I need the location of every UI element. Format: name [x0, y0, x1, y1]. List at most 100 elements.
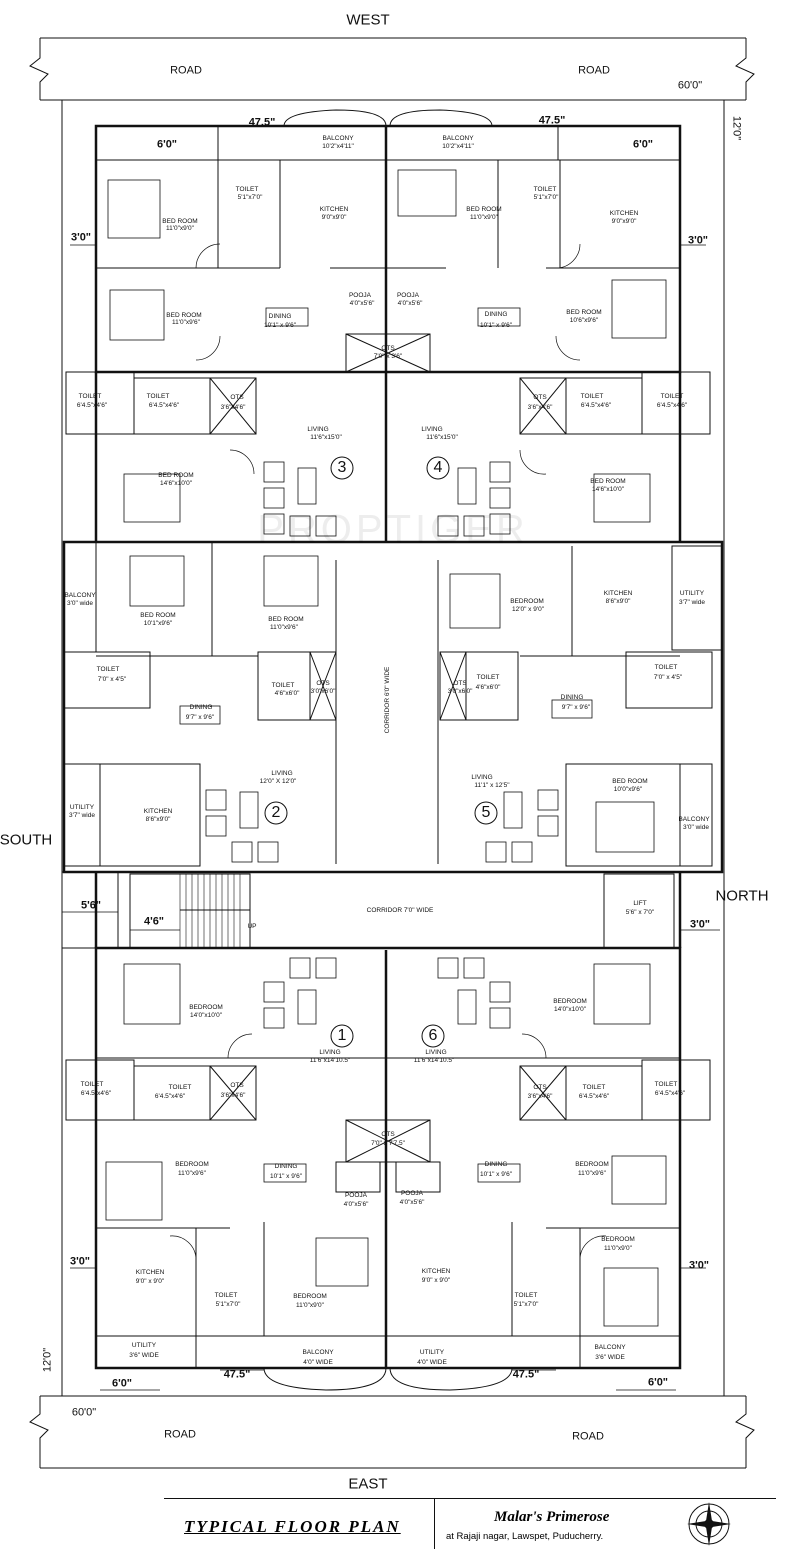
room-size: 10'1" x 9'6"	[479, 1170, 513, 1178]
dimension-6-0: 6'0"	[156, 138, 178, 151]
room-size: 5'1"x7'0"	[513, 1300, 539, 1308]
dimension-47-5: 47.5"	[223, 1368, 251, 1381]
room-label: TOILET	[235, 185, 259, 193]
room-size: 10'1" x 9'6"	[263, 321, 297, 329]
room-size: 6'4.5"x4'6"	[76, 401, 108, 409]
room-label: BEDROOM	[601, 1235, 635, 1243]
room-label: TOILET	[78, 392, 102, 400]
room-size: 14'6"x10'0"	[159, 479, 193, 487]
room-size: 7'0" x 4'5"	[653, 673, 683, 681]
room-size: 4'0"x5'6"	[343, 1200, 369, 1208]
room-size: 3'6"x4'6"	[220, 1091, 246, 1099]
room-label: KITCHEN	[609, 209, 639, 217]
room-label: BALCONY	[594, 1343, 626, 1351]
dimension-47-5: 47.5"	[512, 1368, 540, 1381]
room-size: 6'4.5"x4'6"	[656, 401, 688, 409]
dimension-3-0: 3'0"	[70, 231, 92, 244]
room-label: TOILET	[654, 1080, 678, 1088]
room-label: TOILET	[533, 185, 557, 193]
room-label: OTS	[316, 679, 330, 687]
unit-number: 5	[481, 804, 491, 821]
room-size: 11'0"x9'6"	[270, 623, 298, 631]
room-label: LIVING	[471, 773, 493, 781]
room-size: 3'6" WIDE	[129, 1351, 159, 1359]
room-label: BEDROOM	[189, 1003, 223, 1011]
room-size: 3'6"x4'6"	[527, 403, 553, 411]
room-size: 14'0"x10'0"	[553, 1005, 587, 1013]
room-label: DINING	[484, 310, 508, 318]
setback-dimension: 12'0"	[41, 1347, 54, 1373]
room-size: 4'0" WIDE	[417, 1358, 447, 1366]
room-size: 9'0"x9'0"	[611, 217, 637, 225]
room-label: TOILET	[96, 665, 120, 673]
room-size: 7'0" x 7'7.5"	[371, 1139, 405, 1147]
room-label: DINING	[189, 703, 213, 711]
room-label: TOILET	[476, 673, 500, 681]
north-compass-icon	[687, 1502, 731, 1546]
room-size: 4'6"x6'0"	[274, 689, 300, 697]
room-label: BALCONY	[678, 815, 710, 823]
room-label: LIVING	[307, 425, 329, 433]
room-size: 12'0" x 9'0"	[511, 605, 545, 613]
title-block: TYPICAL FLOOR PLAN Malar's Primerose at …	[164, 1498, 776, 1549]
room-label: BEDROOM	[553, 997, 587, 1005]
room-label: DINING	[484, 1160, 508, 1168]
room-size: 9'0"x9'0"	[321, 213, 347, 221]
unit-number: 3	[337, 459, 347, 476]
room-label: TOILET	[582, 1083, 606, 1091]
dimension-3-0: 3'0"	[688, 1259, 710, 1272]
dimension-3-0: 3'0"	[69, 1255, 91, 1268]
room-label: KITCHEN	[603, 589, 633, 597]
room-label: DINING	[274, 1162, 298, 1170]
room-label: BALCONY	[64, 591, 96, 599]
room-label: TOILET	[146, 392, 170, 400]
room-size: 3'0" wide	[683, 823, 709, 831]
room-size: 11'0"x9'0"	[604, 1244, 632, 1252]
room-size: 10'1" x 9'6"	[269, 1172, 303, 1180]
direction-south: SOUTH	[0, 831, 53, 849]
room-label: OTS	[533, 393, 547, 401]
room-label: OTS	[381, 344, 395, 352]
dimension-47-5: 47.5"	[248, 116, 276, 129]
room-label: POOJA	[344, 1191, 368, 1199]
road-label: ROAD	[164, 1428, 196, 1441]
lift-size: 5'6" x 7'0"	[625, 908, 655, 916]
room-size: 6'4.5"x4'6"	[654, 1089, 686, 1097]
project-name: Malar's Primerose	[494, 1509, 610, 1525]
direction-west: WEST	[346, 11, 390, 29]
room-size: 6'4.5"x4'6"	[80, 1089, 112, 1097]
room-label: BEDROOM	[175, 1160, 209, 1168]
plan-title: TYPICAL FLOOR PLAN	[184, 1517, 401, 1536]
room-label: BEDROOM	[293, 1292, 327, 1300]
room-label: POOJA	[400, 1189, 424, 1197]
room-size: 11'6"x14'10.5"	[309, 1056, 351, 1064]
dimension-3-0: 3'0"	[689, 918, 711, 931]
room-size: 11'0"x9'0"	[470, 213, 498, 221]
room-label: BALCONY	[322, 134, 354, 142]
room-size: 3'6"x4'6"	[220, 403, 246, 411]
room-label: UTILITY	[679, 589, 705, 597]
unit-number: 1	[337, 1027, 347, 1044]
room-label: OTS	[381, 1130, 395, 1138]
room-size: 7'0" x 4'5"	[97, 675, 127, 683]
room-size: 8'6"x9'0"	[145, 815, 171, 823]
road-label: ROAD	[578, 64, 610, 77]
dimension-6-0: 6'0"	[632, 138, 654, 151]
room-size: 3'0"x6'0"	[310, 687, 336, 695]
room-label: OTS	[230, 393, 244, 401]
room-size: 3'7" wide	[679, 598, 705, 606]
room-label: TOILET	[580, 392, 604, 400]
corridor-label: CORRIDOR 7'0" WIDE	[366, 906, 434, 914]
room-label: BED ROOM	[268, 615, 304, 623]
room-label: LIVING	[271, 769, 293, 777]
room-size: 3'0"x6'0"	[447, 687, 473, 695]
room-label: BED ROOM	[162, 217, 198, 225]
room-size: 3'7" wide	[69, 811, 95, 819]
lift-label: LIFT	[633, 899, 647, 907]
room-label: LIVING	[421, 425, 443, 433]
room-size: 9'7" x 9'6"	[185, 713, 215, 721]
room-size: 5'1"x7'0"	[215, 1300, 241, 1308]
room-label: TOILET	[80, 1080, 104, 1088]
room-size: 11'0"x9'6"	[172, 318, 200, 326]
